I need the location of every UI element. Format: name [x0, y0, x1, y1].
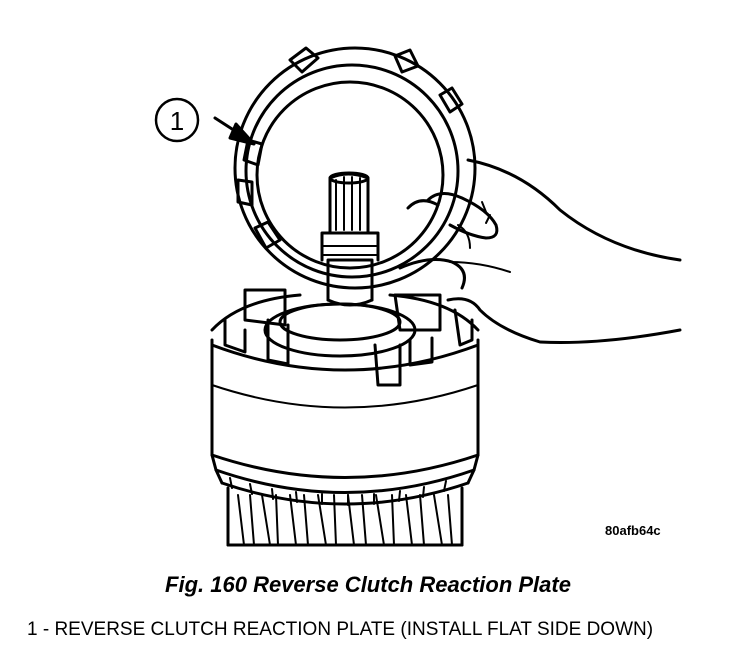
friction-pack — [226, 486, 464, 547]
hand — [398, 158, 682, 344]
callout-number: 1 — [170, 106, 184, 136]
reaction-plate — [233, 46, 477, 290]
figure-code: 80afb64c — [605, 523, 661, 538]
input-shaft — [320, 171, 380, 307]
legend-item: 1 - REVERSE CLUTCH REACTION PLATE (INSTA… — [27, 619, 654, 640]
callout-circle — [154, 97, 200, 143]
clutch-housing — [210, 288, 480, 506]
leader-arrow — [213, 116, 256, 146]
clutch-plate-illustration: 1 — [154, 46, 682, 547]
figure-caption: Fig. 160 Reverse Clutch Reaction Plate — [165, 572, 571, 597]
